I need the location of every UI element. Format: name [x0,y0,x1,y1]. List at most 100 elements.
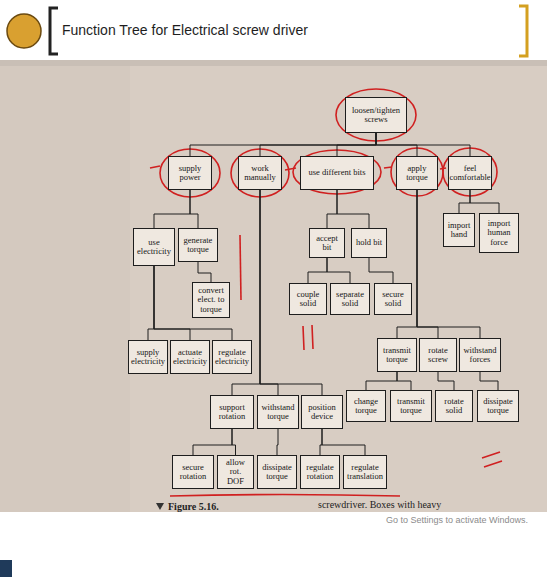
tree-connector [232,429,236,455]
function-text: rotate screw [423,346,453,365]
red-circle [231,149,289,197]
function-text: hold bit [356,238,382,247]
function-box: support rotation [210,395,254,429]
function-text: feel comfortable [449,164,490,183]
tree-connector [260,190,278,395]
function-box: convert elect. to torque [192,282,230,318]
function-box: dissipate torque [257,455,297,489]
function-box: rotate screw [419,338,457,372]
function-text: withstand torque [261,403,295,422]
right-bracket [519,6,527,56]
function-box: dissipate torque [477,390,519,422]
function-text: change torque [350,397,382,416]
left-bracket [50,8,58,54]
slide-title: Function Tree for Electrical screw drive… [62,22,308,38]
function-box: withstand torque [257,395,299,429]
function-box: actuate electricity [170,340,210,374]
function-text: secure rotation [176,463,210,482]
function-box: feel comfortable [448,156,492,190]
function-text: convert elect. to torque [196,286,226,314]
watermark: Go to Settings to activate Windows. [386,515,528,525]
function-text: allow rot. DOF [221,458,250,486]
function-text: dissipate torque [261,463,293,482]
function-text: use different bits [309,168,366,177]
red-annotations [150,89,502,496]
function-box: accept bit [309,228,345,258]
function-box: use different bits [300,156,374,190]
tree-connector [190,190,198,228]
tree-connector [327,190,337,228]
function-box: couple solid [289,283,327,315]
function-text: transmit torque [394,397,428,416]
function-box: regulate rotation [300,455,340,489]
function-box: work manually [238,156,282,190]
function-box: supply electricity [128,340,168,374]
function-text: supply electricity [131,348,165,367]
red-underline [170,495,400,497]
tree-connector [193,429,232,455]
tree-connector [260,133,376,156]
function-text: secure solid [378,290,408,309]
function-text: import hand [447,221,471,240]
caption-text: Figure 5.16. [168,501,219,512]
red-stroke [240,235,241,300]
function-box: separate solid [330,283,370,315]
function-box: regulate translation [343,455,387,489]
red-circle [391,148,443,196]
function-text: regulate translation [347,463,383,482]
function-box: supply power [168,156,212,190]
taskbar-corner [0,560,12,577]
function-box: withstand forces [459,338,501,372]
tree-connector [154,190,190,228]
function-box: secure solid [374,283,412,315]
function-box: use electricity [133,228,175,266]
function-text: supply power [172,164,208,183]
function-text: dissipate torque [481,397,515,416]
caption-text: screwdriver. Boxes with heavy [318,499,441,510]
function-text: generate torque [182,236,214,255]
function-box: regulate electricity [212,340,252,374]
function-text: separate solid [334,290,366,309]
red-stroke [303,325,313,350]
function-box: secure rotation [172,455,214,489]
tree-connector [417,190,480,338]
function-text: apply torque [400,164,434,183]
function-text: use electricity [137,238,171,257]
function-text: rotate solid [439,397,469,416]
function-box: change torque [346,390,386,422]
function-box: hold bit [351,228,387,258]
function-box: rotate solid [435,390,473,422]
red-dash [440,168,446,169]
red-dash [150,166,160,168]
tree-connector [327,258,350,283]
function-text: accept bit [313,234,341,253]
tree-connector [480,372,498,390]
function-text: actuate electricity [173,348,207,367]
photo-edge [0,60,547,66]
tree-connector [337,190,369,228]
red-circle [443,148,497,196]
tree-connector [148,266,154,340]
tree-connector [369,258,393,283]
function-text: support rotation [214,403,250,422]
tree-connector [470,190,499,213]
bullet-circle [7,14,41,48]
function-box: import human force [479,213,519,253]
function-box: transmit torque [377,338,417,372]
tree-connector [277,429,278,455]
photo-ground [0,60,547,512]
photo-shade [0,66,130,512]
caption-triangle [156,503,164,510]
tree-connector [397,190,417,338]
function-text: withstand forces [463,346,497,365]
function-text: work manually [242,164,278,183]
tree-connector [438,372,454,390]
tree-connector [154,266,232,340]
tree-connector [198,262,211,282]
function-text: import human force [483,219,515,247]
red-dash [285,168,296,170]
function-box: import hand [443,213,475,247]
function-text: transmit torque [381,346,413,365]
